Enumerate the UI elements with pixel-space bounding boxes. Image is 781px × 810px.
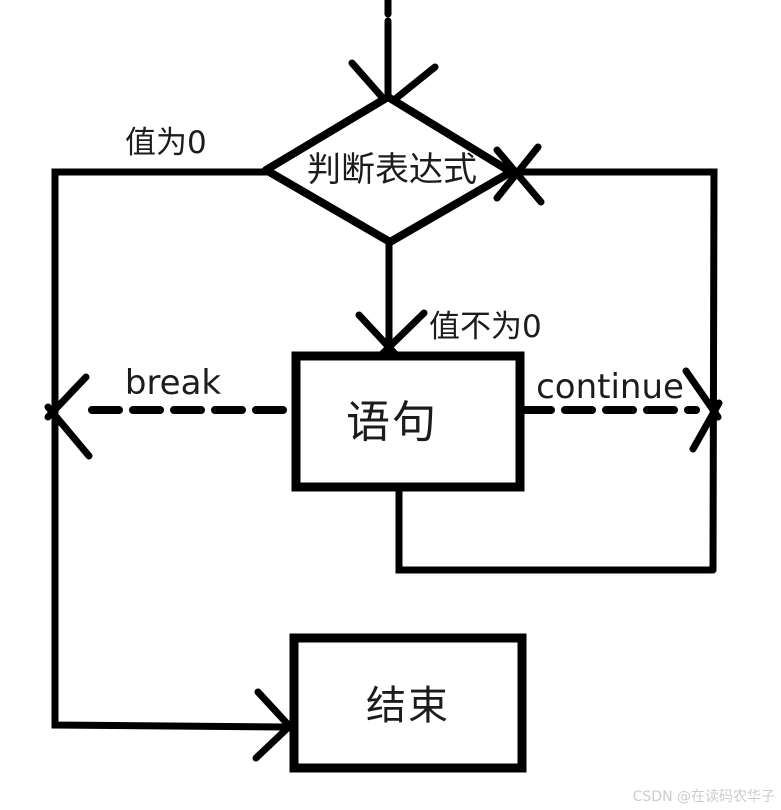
- break-edge-label: break: [124, 363, 222, 403]
- end-node-label: 结束: [366, 683, 450, 729]
- end-node-shape: [289, 633, 527, 773]
- continue-arrowhead-icon: [682, 367, 723, 453]
- loop-arrowhead-icon: [493, 143, 545, 206]
- end-arrowhead-icon: [252, 688, 298, 762]
- zero-branch-line: [51, 168, 288, 731]
- break-arrowhead-icon: [44, 373, 93, 460]
- csdn-watermark: CSDN @在读码农华子: [632, 789, 775, 805]
- statement-loop-line: [395, 485, 715, 574]
- statement-arrowhead-icon: [355, 309, 428, 361]
- decision-node-label: 判断表达式: [307, 150, 477, 190]
- statement-node-shape: [291, 351, 525, 492]
- nonzero-branch-label: 值不为0: [429, 309, 542, 345]
- right-loop-line: [516, 168, 718, 574]
- zero-branch-label: 值为0: [125, 125, 207, 161]
- decision-node-shape: [262, 93, 515, 246]
- statement-node-label: 语句: [346, 397, 438, 448]
- continue-edge-label: continue: [536, 367, 684, 407]
